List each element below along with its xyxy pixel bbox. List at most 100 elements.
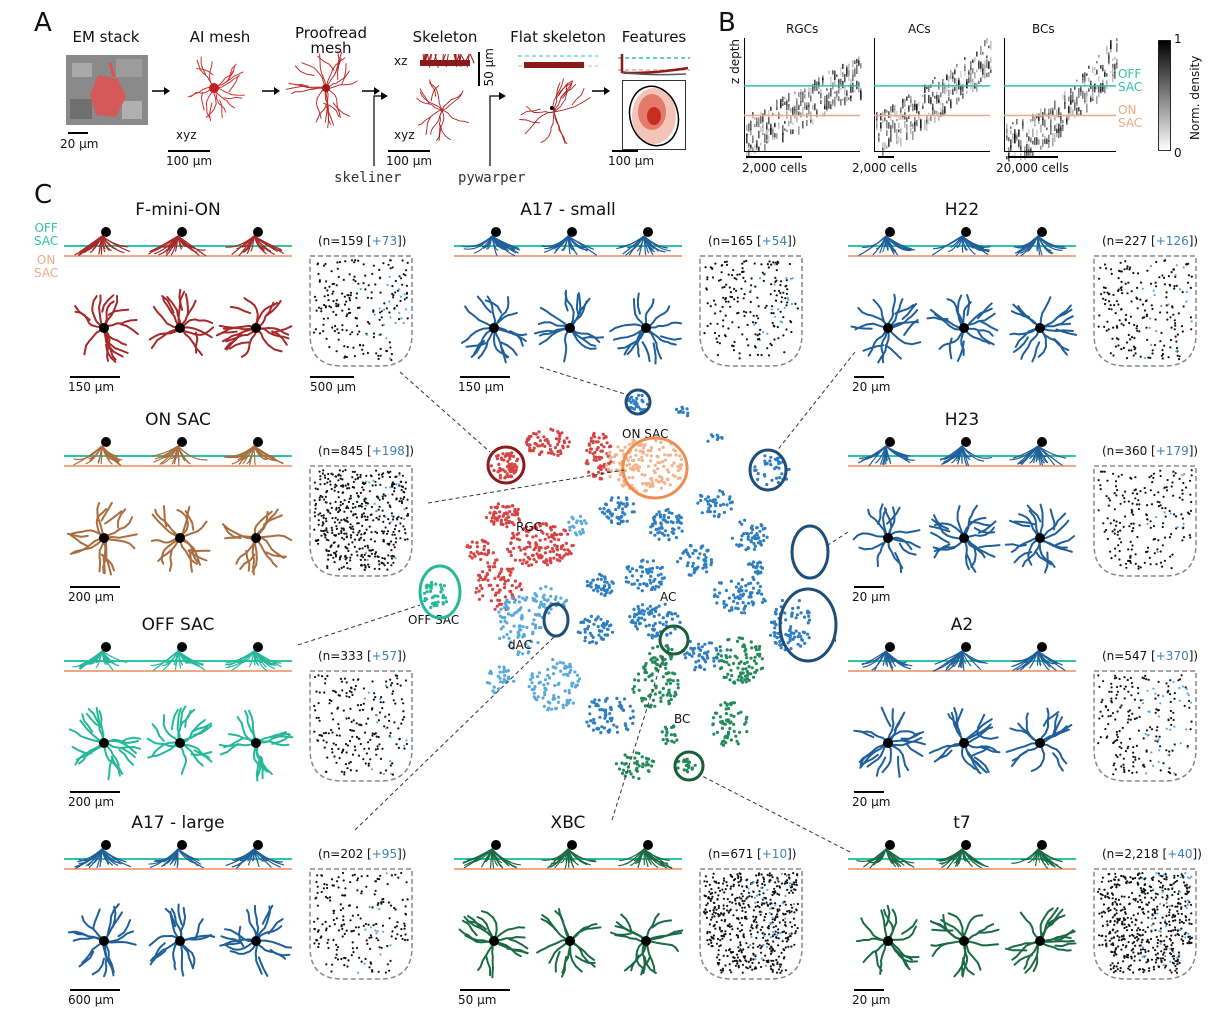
cell-type-title: XBC (550, 813, 586, 833)
b-density-bcs (1004, 38, 1118, 162)
cell-scale-bar (854, 989, 884, 991)
cell-type-block: t7(n=2,218 [+40])20 µm (848, 813, 1208, 1013)
stage-em-stack: EM stack (72, 28, 140, 46)
mosaic-scale-bar (310, 376, 354, 378)
feature-density-map (622, 80, 686, 150)
cell-type-block: H22(n=227 [+126])20 µm (848, 200, 1208, 400)
flat-skeleton-image (518, 55, 598, 145)
cell-count: (n=165 [+54]) (708, 234, 797, 248)
feat-scale-label: 100 µm (608, 154, 655, 168)
cell-count: (n=547 [+370]) (1102, 649, 1199, 663)
skel-scale-bar (388, 150, 430, 152)
pywarper-arrow (489, 92, 506, 166)
cell-count: (n=202 [+95]) (318, 847, 407, 861)
b-title-acs: ACs (908, 22, 931, 36)
cell-scale-label: 200 µm (68, 795, 115, 809)
cell-side-view (848, 437, 1076, 467)
b-scale-bcs: 20,000 cells (996, 161, 1069, 175)
mesh-scale-bar (168, 150, 210, 152)
cell-mosaic (1093, 670, 1197, 782)
em-scale-label: 20 µm (60, 137, 99, 151)
cluster-label-ac: AC (660, 590, 677, 604)
cell-scale-label: 150 µm (458, 380, 505, 394)
em-stack-image (66, 55, 148, 125)
cell-mosaic (309, 868, 413, 980)
cell-type-title: A17 - small (520, 200, 616, 220)
cell-scale-label: 200 µm (68, 590, 115, 604)
cell-side-view (454, 227, 682, 257)
cell-type-title: OFF SAC (141, 615, 215, 635)
cell-mosaic (1093, 868, 1197, 980)
b-colorbar-max: 1 (1174, 32, 1182, 46)
b-colorbar-min: 0 (1174, 146, 1182, 160)
cell-type-title: A17 - large (131, 813, 225, 833)
b-on-sac-label: ON SAC (1118, 103, 1143, 130)
cluster-label-dac: dAC (508, 638, 532, 652)
b-scale-bar-rgcs (746, 156, 802, 158)
b-density-acs (874, 38, 992, 157)
b-scale-bar-acs (878, 156, 894, 158)
cell-type-block: A17 - large (n=202 [+95]) 600 µm (64, 813, 424, 1013)
b-scale-bar-bcs (1008, 156, 1058, 158)
cell-scale-label: 600 µm (68, 993, 115, 1007)
cell-scale-bar (70, 989, 120, 991)
b-colorbar (1158, 40, 1171, 151)
stage-proofread-mesh: Proofread mesh (294, 24, 368, 57)
cell-type-title: A2 (950, 615, 974, 635)
cell-type-block: A2(n=547 [+370])20 µm (848, 615, 1208, 815)
cell-scale-label: 20 µm (852, 590, 891, 604)
panel-b-label: B (718, 8, 736, 38)
ai-mesh-image (187, 56, 245, 122)
cell-scale-bar (854, 586, 884, 588)
cell-scale-label: 150 µm (68, 380, 115, 394)
cell-scale-label: 50 µm (458, 993, 497, 1007)
tool-skeliner: skeliner (334, 170, 402, 186)
cluster-label-rgc: RGC (516, 520, 543, 534)
cell-mosaic (309, 670, 413, 782)
cell-mosaic (699, 868, 803, 980)
cell-type-title: H23 (944, 410, 980, 430)
cluster-embedding (422, 393, 812, 781)
cell-count: (n=159 [+73]) (318, 234, 407, 248)
cell-side-view (848, 642, 1076, 672)
skeleton-xz-image (420, 53, 475, 69)
stage-skeleton: Skeleton (412, 28, 478, 46)
cell-side-view (64, 642, 292, 672)
cell-top-view (855, 904, 1077, 978)
cell-scale-label: 20 µm (852, 380, 891, 394)
cell-count: (n=333 [+57]) (318, 649, 407, 663)
cell-count: (n=671 [+10]) (708, 847, 797, 861)
arrow-icon (592, 87, 610, 95)
cell-scale-label: 20 µm (852, 993, 891, 1007)
b-density-rgcs (744, 38, 862, 160)
cell-scale-bar (70, 791, 120, 793)
cell-type-title: t7 (953, 813, 971, 833)
cell-side-view (64, 437, 292, 467)
cell-top-view (458, 908, 684, 979)
cell-mosaic (309, 255, 413, 367)
b-off-sac-label: OFF SAC (1118, 67, 1143, 94)
cell-top-view (850, 293, 1078, 364)
cell-mosaic (1093, 255, 1197, 367)
cell-scale-bar (854, 791, 884, 793)
cell-type-block: ON SAC(n=845 [+198])200 µm (64, 410, 424, 610)
arrow-icon (262, 87, 280, 95)
cell-side-view (848, 227, 1076, 257)
cell-side-view (454, 840, 682, 870)
cell-mosaic (1093, 465, 1197, 577)
em-scale-bar (68, 132, 88, 134)
skel-z-scale-bar (478, 52, 480, 86)
cell-scale-bar (460, 989, 510, 991)
cell-type-block: H23(n=360 [+179])20 µm (848, 410, 1208, 610)
skeleton-xyz-label: xyz (394, 128, 415, 142)
cell-side-view (848, 840, 1076, 870)
cell-scale-bar (70, 586, 120, 588)
panel-c-label: C (34, 180, 53, 210)
cluster-label-bc: BC (674, 712, 691, 726)
cell-type-title: F-mini-ON (135, 200, 221, 220)
cell-top-view (852, 503, 1075, 574)
cell-top-view (66, 501, 293, 576)
b-title-bcs: BCs (1032, 22, 1055, 36)
cell-top-view (74, 288, 293, 363)
